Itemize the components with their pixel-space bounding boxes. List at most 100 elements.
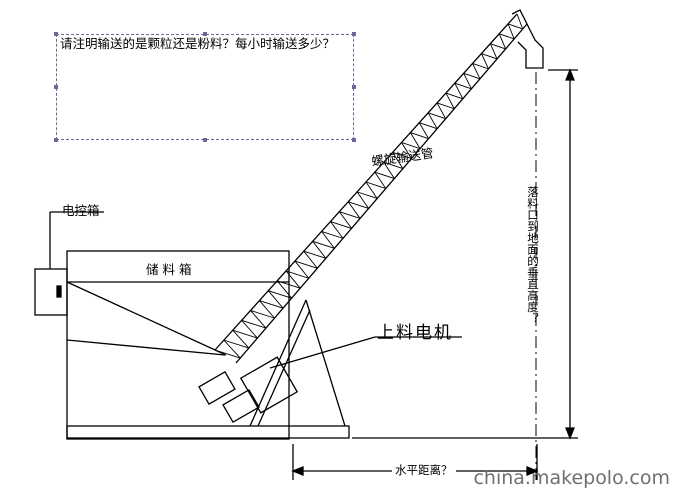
vertical-height-label: 落料口到地面的垂直高度？ (526, 186, 540, 324)
vertical-dim-arrow-top (565, 68, 575, 81)
truss-segment (259, 300, 284, 309)
truss-segment (472, 62, 489, 70)
truss-segment (418, 122, 429, 139)
truss-segment (232, 329, 250, 349)
truss-segment (410, 132, 421, 149)
truss-segment (499, 33, 515, 40)
truss-segment (267, 290, 284, 309)
feed-motor-leader (269, 336, 376, 369)
truss-segment (445, 92, 455, 109)
truss-segment (312, 240, 335, 249)
truss-segment (516, 13, 524, 30)
truss-segment (436, 102, 447, 119)
note-handle[interactable] (352, 85, 356, 89)
truss-segment (374, 171, 387, 189)
truss-segment (285, 270, 309, 279)
truss-segment (374, 171, 395, 179)
truss-segment (250, 310, 267, 329)
truss-segment (303, 250, 327, 259)
truss-segment (383, 161, 404, 170)
truss-segment (481, 53, 489, 70)
hopper-line-upper (66, 281, 227, 356)
truss-segment (277, 280, 301, 289)
truss-segment (428, 112, 446, 120)
truss-segment (348, 201, 369, 209)
truss-segment (276, 280, 292, 299)
drive-block-2 (222, 388, 260, 424)
truss-segment (489, 43, 498, 60)
truss-segment (365, 181, 378, 199)
conveyor-tube-lower (235, 23, 528, 364)
horizontal-distance-label: 水平距离？ (392, 462, 456, 478)
truss-segment (481, 53, 498, 60)
truss-segment (498, 33, 507, 50)
truss-segment (223, 339, 249, 349)
truss-segment (383, 161, 395, 179)
feed-motor-label: 上料电机 (377, 323, 453, 343)
truss-segment (339, 211, 361, 219)
support-leg-back (305, 299, 346, 427)
truss-segment (338, 211, 352, 229)
truss-segment (347, 201, 361, 219)
horizontal-dim-arrow-right (526, 466, 539, 476)
truss-segment (294, 260, 318, 269)
truss-segment (330, 221, 344, 239)
discharge-head (511, 9, 544, 69)
truss-segment (321, 231, 335, 249)
truss-segment (454, 82, 464, 99)
truss-segment (259, 300, 275, 319)
truss-segment (419, 122, 438, 130)
truss-segment (463, 72, 481, 80)
truss-segment (356, 191, 370, 209)
truss-segment (356, 191, 378, 199)
truss-segment (427, 112, 438, 129)
truss-segment (223, 339, 241, 359)
truss-segment (321, 230, 344, 239)
truss-segment (445, 92, 463, 100)
note-text[interactable]: 请注明输送的是颗粒还是粉料？每小时输送多少？ (60, 36, 336, 51)
truss-segment (401, 142, 412, 159)
truss-segment (294, 260, 310, 279)
note-handle[interactable] (54, 32, 58, 36)
truss-segment (410, 132, 429, 140)
base-plate (66, 425, 350, 439)
truss-segment (241, 320, 258, 339)
truss-segment (241, 319, 267, 329)
truss-segment (454, 82, 472, 90)
hopper-line-lower (66, 339, 226, 356)
control-box-switch (56, 285, 62, 298)
truss-segment (268, 290, 292, 299)
truss-segment (285, 270, 301, 289)
truss-segment (214, 349, 241, 359)
note-handle[interactable] (54, 85, 58, 89)
control-box-outline (34, 268, 68, 316)
control-box-label: 电控箱 (62, 203, 100, 218)
truss-segment (303, 250, 318, 269)
feed-motor-body (239, 356, 299, 414)
support-leg-front (249, 299, 307, 427)
truss-segment (507, 23, 523, 30)
storage-box-label: 储 料 箱 (146, 262, 192, 277)
truss-segment (232, 329, 258, 339)
truss-segment (392, 152, 404, 169)
truss-segment (507, 23, 515, 40)
note-handle[interactable] (352, 32, 356, 36)
note-handle[interactable] (54, 138, 58, 142)
storage-box-outline (66, 250, 290, 440)
note-handle[interactable] (352, 138, 356, 142)
truss-segment (392, 151, 412, 160)
vertical-dim-arrow-bottom (565, 427, 575, 440)
note-handle[interactable] (203, 32, 207, 36)
truss-segment (472, 63, 481, 80)
truss-segment (312, 241, 327, 259)
conveyor-truss (214, 13, 524, 359)
watermark: china.makepolo.com (473, 467, 670, 489)
horizontal-dim-arrow-left (291, 466, 304, 476)
truss-segment (250, 310, 275, 319)
note-handle[interactable] (203, 138, 207, 142)
truss-segment (401, 142, 421, 150)
drive-block-1 (198, 370, 236, 406)
truss-segment (365, 181, 386, 189)
truss-segment (436, 102, 455, 110)
